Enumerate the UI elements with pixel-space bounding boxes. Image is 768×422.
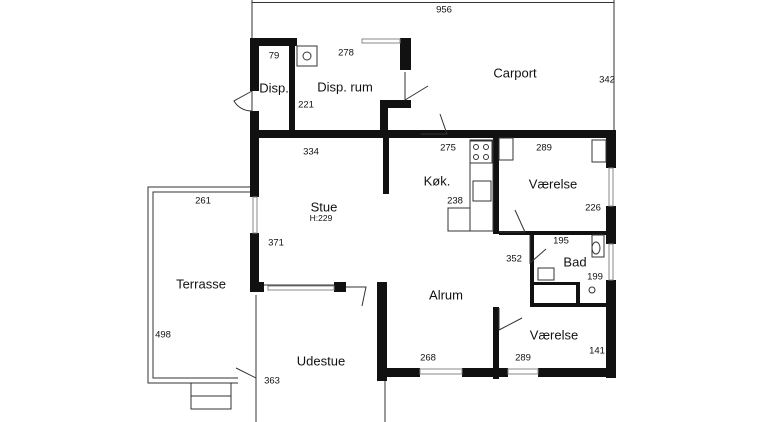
dimension-label: 221 <box>298 99 314 111</box>
dimension-label: 278 <box>338 47 354 59</box>
dimension-label: 195 <box>553 235 569 247</box>
dimension-label: 342 <box>599 74 615 86</box>
dimension-label: 334 <box>303 146 319 158</box>
dimension-label: 79 <box>268 50 280 62</box>
room-label-stue: Stue <box>310 199 338 215</box>
ceiling-height-label: H:229 <box>309 212 333 223</box>
windows <box>252 38 614 375</box>
dimension-label: 238 <box>447 195 463 207</box>
dimension-label: 275 <box>440 142 456 154</box>
dimension-label: 363 <box>264 375 280 387</box>
room-label-carport: Carport <box>493 65 537 81</box>
room-label-terrasse: Terrasse <box>176 276 226 292</box>
room-label-vaerelse-2: Værelse <box>529 327 579 343</box>
terrace-steps <box>190 382 232 410</box>
kitchen-counter <box>447 139 494 232</box>
dimension-label: 226 <box>585 202 601 214</box>
room-label-kok: Køk. <box>423 173 451 189</box>
dimension-label: 199 <box>587 271 603 283</box>
dimension-label: 261 <box>195 195 211 207</box>
fixtures <box>296 45 607 294</box>
dimension-label: 268 <box>420 352 436 364</box>
dimension-label: 498 <box>155 329 171 341</box>
room-label-disp-rum: Disp. rum <box>317 79 373 95</box>
dimension-label: 371 <box>268 237 284 249</box>
room-label-bad: Bad <box>563 254 587 270</box>
dimension-label: 352 <box>506 253 522 265</box>
room-label-udestue: Udestue <box>296 353 346 369</box>
dimension-label: 141 <box>589 345 605 357</box>
dimension-label: 289 <box>515 352 531 364</box>
room-label-disp: Disp. <box>259 80 289 96</box>
dimension-label: 956 <box>436 4 452 16</box>
door-swings <box>233 72 547 379</box>
carport-outline <box>251 0 615 134</box>
room-label-vaerelse: Værelse <box>528 176 578 192</box>
dimension-label: 289 <box>536 142 552 154</box>
room-label-alrum: Alrum <box>429 287 463 303</box>
